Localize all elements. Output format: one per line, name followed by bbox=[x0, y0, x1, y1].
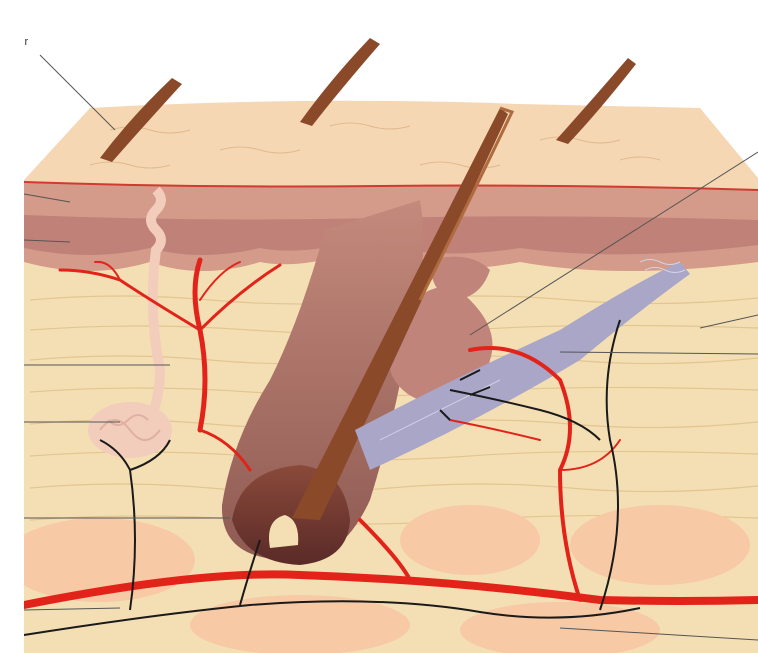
left-margin bbox=[0, 0, 24, 653]
sweat-gland bbox=[88, 402, 172, 458]
